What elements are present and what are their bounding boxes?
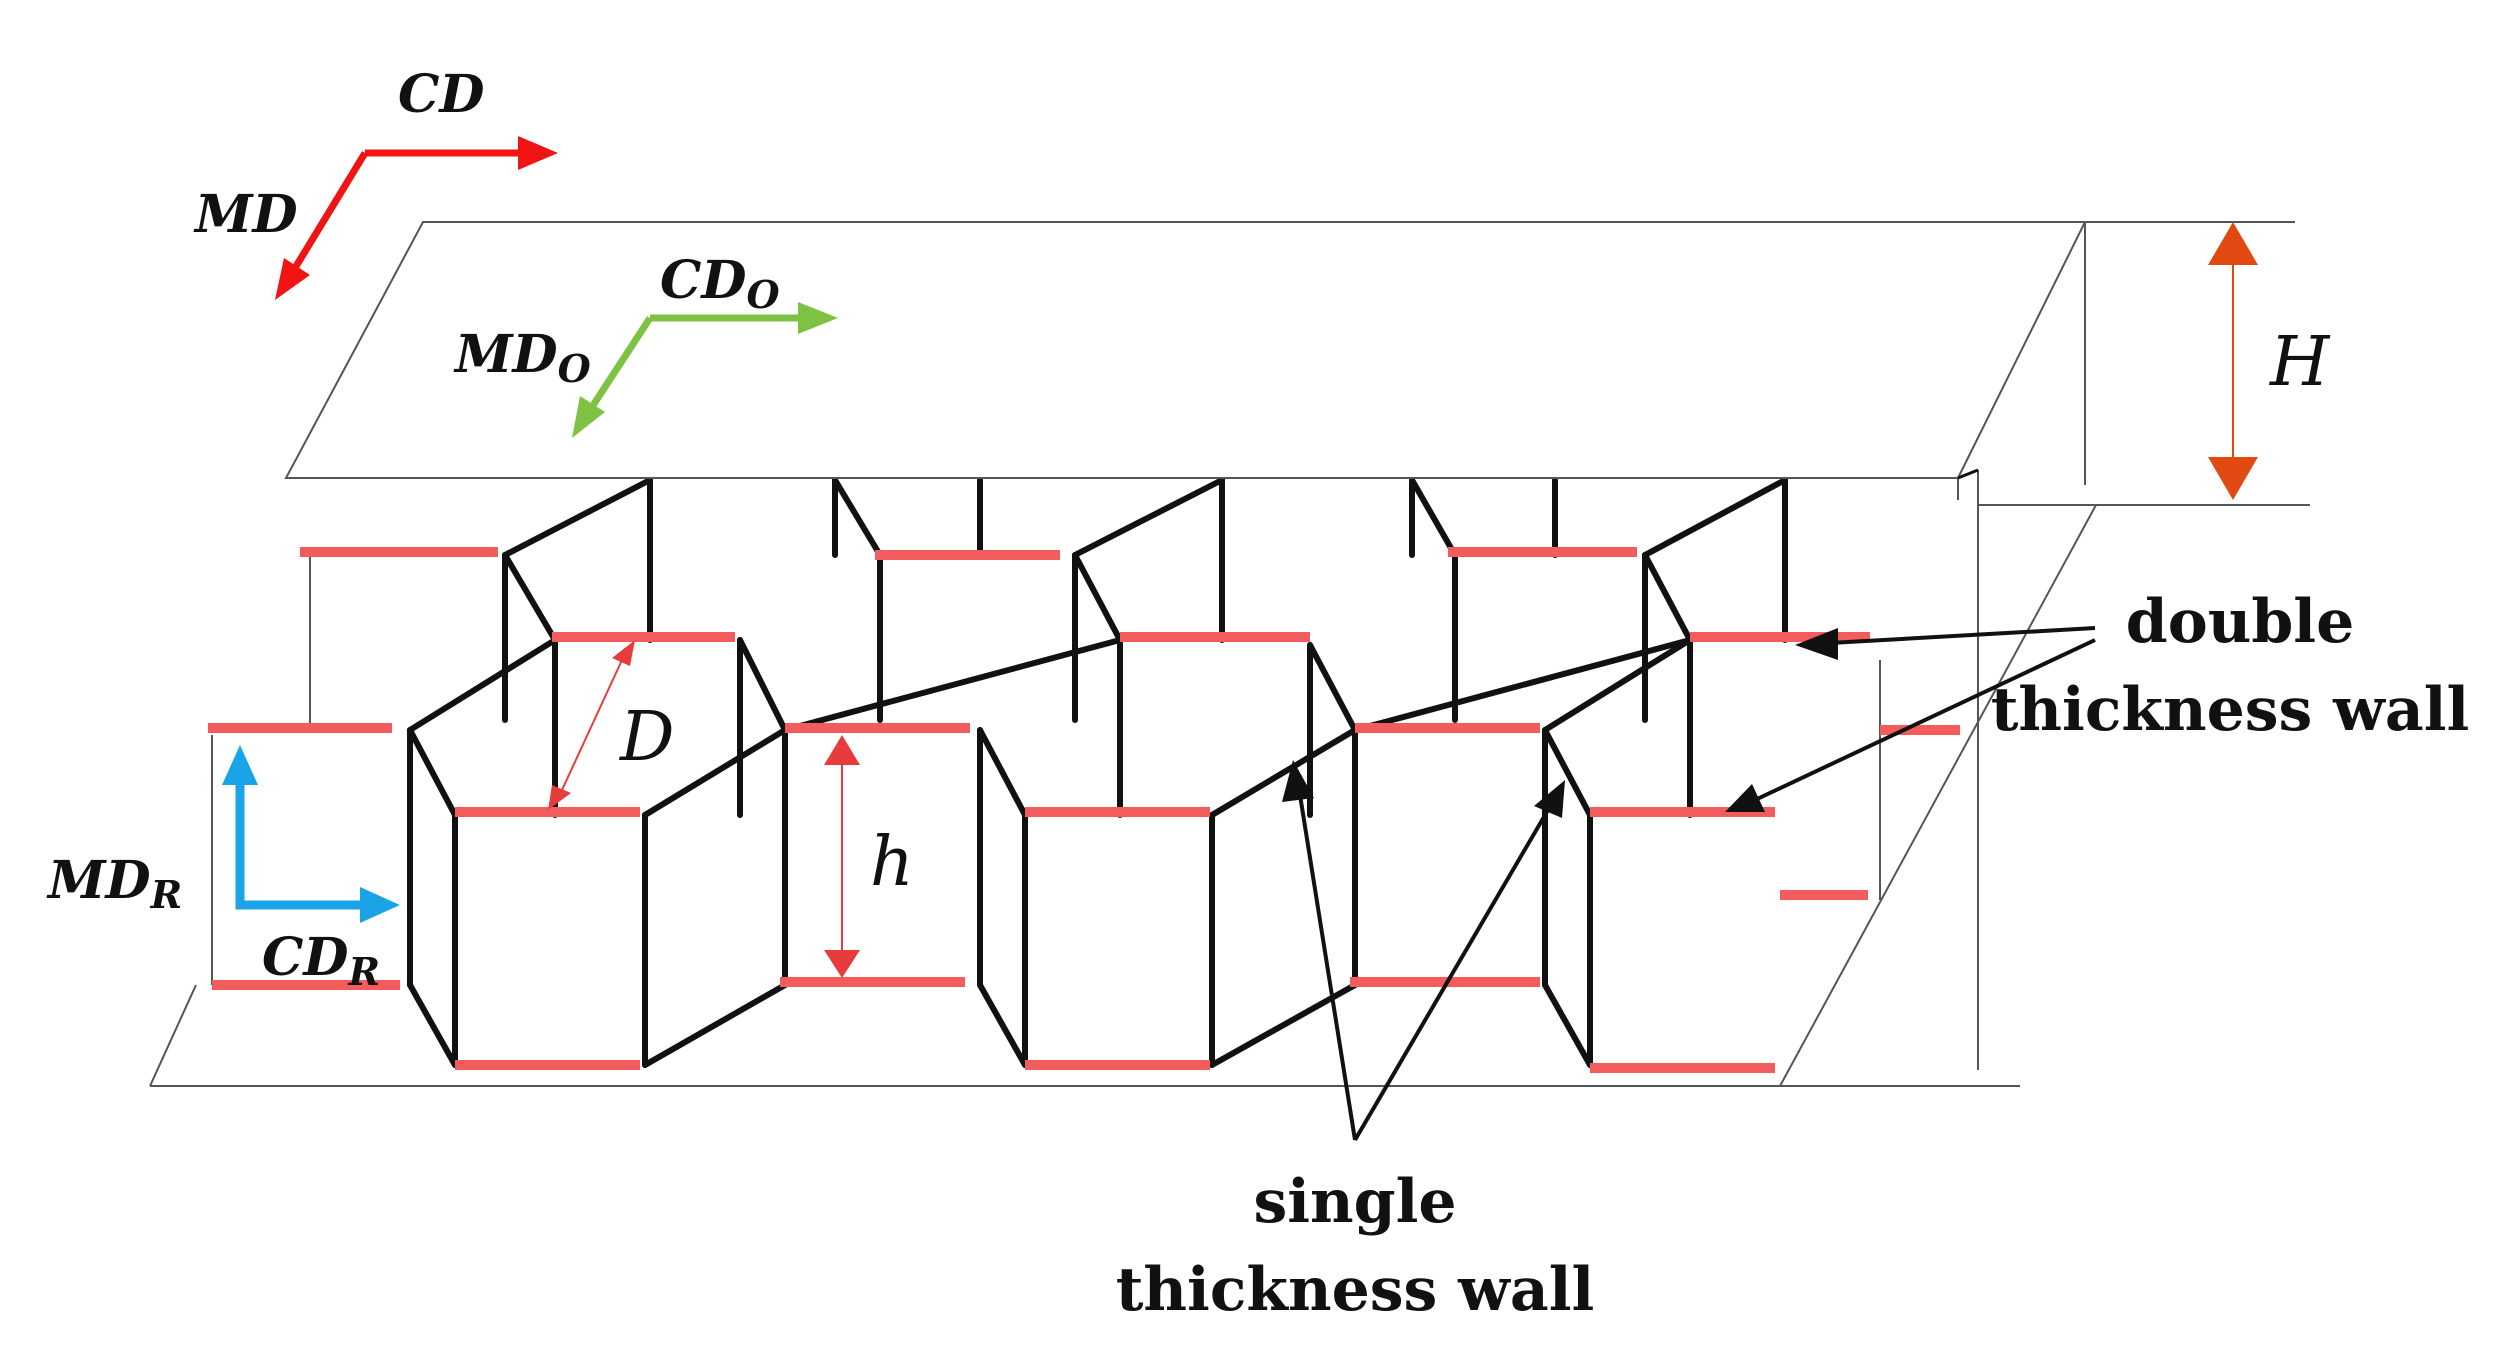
callout-arrowhead-icon xyxy=(1795,628,1838,660)
global-md-label: MD xyxy=(193,184,298,245)
d-top-arrowhead-icon xyxy=(612,640,635,666)
cd-r-arrowhead-icon xyxy=(360,887,400,923)
ring-cd-label: CD xyxy=(262,927,348,988)
single-wall-callout: single thickness wall xyxy=(1116,760,1595,1325)
panel-height-label: H xyxy=(2268,323,2331,402)
top-face-sheet xyxy=(284,221,2295,500)
h-bottom-arrowhead-icon xyxy=(2208,457,2258,500)
double-wall-line1: double xyxy=(2126,587,2355,657)
wh-bottom-arrowhead-icon xyxy=(824,950,860,978)
panel-height-dimension: H xyxy=(2208,222,2331,500)
cell-size-label: D xyxy=(618,698,675,777)
core-outline xyxy=(211,470,2310,1070)
single-wall-line2: thickness wall xyxy=(1116,1255,1595,1325)
md-arrowhead-icon xyxy=(275,258,310,300)
wall-height-label: h xyxy=(870,823,914,902)
cd-arrowhead-icon xyxy=(518,136,558,170)
orientation-md-label: MD xyxy=(453,324,558,385)
svg-text:MDO: MDO xyxy=(453,324,591,391)
cd-o-arrowhead-icon xyxy=(798,302,838,334)
md-r-arrowhead-icon xyxy=(222,745,258,785)
orientation-cd-subscript: O xyxy=(746,272,779,317)
cell-size-dimension: D xyxy=(548,640,675,810)
svg-text:MDR: MDR xyxy=(46,850,182,917)
double-wall-callout: double thickness wall xyxy=(1725,587,2469,812)
ring-cd-subscript: R xyxy=(347,949,380,994)
callout-arrowhead-icon xyxy=(1725,784,1765,812)
global-axes: CD MD xyxy=(193,64,558,300)
wall-height-dimension: h xyxy=(824,735,914,978)
svg-text:CDO: CDO xyxy=(660,250,780,317)
global-cd-label: CD xyxy=(398,64,484,125)
double-wall-line2: thickness wall xyxy=(1991,675,2470,745)
orientation-axes: CDO MDO xyxy=(453,250,838,438)
wh-top-arrowhead-icon xyxy=(824,735,860,765)
svg-text:CDR: CDR xyxy=(262,927,380,994)
ring-md-label: MD xyxy=(46,850,151,911)
bottom-face-sheet xyxy=(149,504,2097,1087)
single-wall-line1: single xyxy=(1253,1167,1456,1237)
double-thickness-walls xyxy=(208,547,1960,1073)
callout-arrowhead-icon xyxy=(1534,780,1565,818)
h-top-arrowhead-icon xyxy=(2208,222,2258,265)
single-thickness-walls xyxy=(407,477,1788,1068)
d-bottom-arrowhead-icon xyxy=(548,785,571,810)
ring-md-subscript: R xyxy=(150,872,183,917)
callout-arrowhead-icon xyxy=(1282,760,1314,802)
orientation-cd-label: CD xyxy=(660,250,746,311)
orientation-md-subscript: O xyxy=(558,346,591,391)
md-o-arrowhead-icon xyxy=(572,396,605,438)
ring-axes: MDR CDR xyxy=(46,745,400,994)
